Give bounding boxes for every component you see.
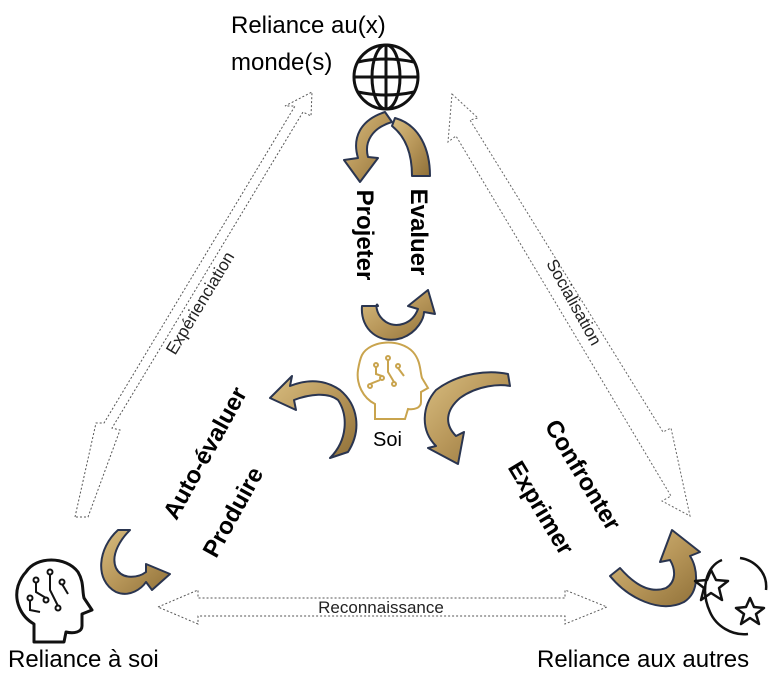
evaluer-verb: Evaluer [405,189,432,276]
produire-arrow [100,529,171,595]
projeter-verb: Projeter [351,190,378,281]
projeter-arrow [343,111,393,183]
reconnaissance-arrow [156,589,609,625]
confronter-arrow [423,371,511,465]
world-node-label-2: monde(s) [231,49,332,76]
self-node-label: Reliance à soi [8,646,159,673]
expérienciation-arrow [74,91,313,518]
socialisation-arrow [447,92,691,517]
world-node-label-1: Reliance au(x) [231,12,386,39]
experienciation-label: Expérienciation [162,248,238,357]
reconnaissance-label: Reconnaissance [318,598,444,617]
self-head-circuit-icon [15,558,94,644]
socialisation-label: Socialisation [542,256,605,349]
stars-orbit-icon [693,556,768,636]
others-node-label: Reliance aux autres [537,646,749,673]
globe-icon [352,43,420,111]
evaluer-arrow [360,289,436,341]
auto-evaluer-arrow [269,375,358,459]
self-circuit-lines [26,568,69,613]
center-label: Soi [373,429,402,451]
center-head-circuit-icon [356,341,430,420]
exprimer-arrow [609,529,701,608]
produire-verb: Produire [198,463,269,562]
evaluer-loop-top [391,117,431,177]
